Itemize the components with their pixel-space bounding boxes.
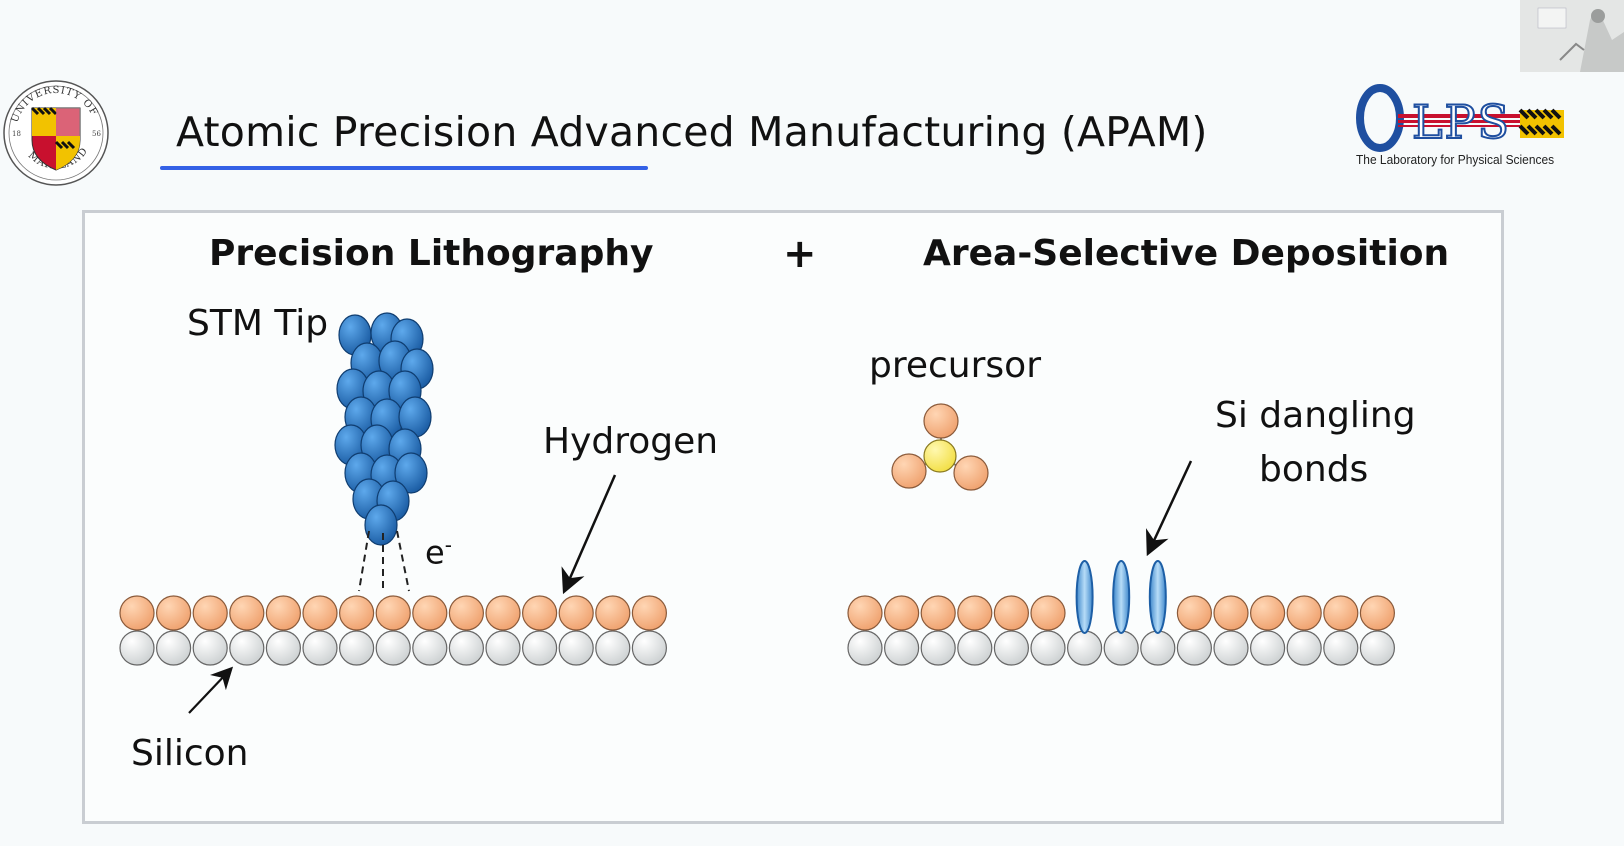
silicon-atom bbox=[631, 630, 668, 666]
hydrogen-atom bbox=[155, 595, 192, 631]
silicon-atom bbox=[883, 630, 920, 666]
hydrogen-atom bbox=[522, 595, 558, 631]
silicon-atom bbox=[265, 630, 301, 666]
silicon-atom bbox=[1286, 630, 1322, 666]
silicon-atom bbox=[119, 630, 155, 666]
silicon-atom bbox=[339, 630, 375, 666]
diagram-panel: Precision Lithography + Area-Selective D… bbox=[82, 210, 1504, 824]
hydrogen-atom bbox=[229, 595, 265, 631]
apam-diagram-graphics bbox=[119, 312, 1396, 714]
electron-label: e- bbox=[425, 533, 452, 572]
hydrogen-atom bbox=[1213, 595, 1249, 631]
seal-year-right: 56 bbox=[92, 130, 101, 138]
hydrogen-atom bbox=[1323, 595, 1359, 631]
silicon-atom bbox=[993, 630, 1030, 666]
electron-beam-line bbox=[358, 530, 370, 592]
silicon-label: Silicon bbox=[131, 733, 249, 774]
stm-tip-atom bbox=[364, 504, 398, 546]
lps-subtitle: The Laboratory for Physical Sciences bbox=[1356, 152, 1555, 167]
hydrogen-atom bbox=[1286, 595, 1322, 631]
silicon-atom bbox=[1323, 630, 1359, 666]
silicon-atom bbox=[485, 630, 521, 666]
dangling-bond bbox=[1075, 560, 1094, 634]
hydrogen-atom bbox=[993, 595, 1030, 631]
silicon-atom bbox=[1249, 630, 1286, 666]
hydrogen-atom bbox=[1030, 595, 1066, 631]
dangling-bond bbox=[1148, 560, 1167, 634]
slide-title: Atomic Precision Advanced Manufacturing … bbox=[176, 108, 1208, 156]
silicon-atom bbox=[229, 630, 265, 666]
lps-letters: LPS bbox=[1412, 95, 1511, 149]
electron-symbol: e bbox=[425, 533, 445, 572]
stm-tip-atom bbox=[394, 452, 428, 494]
silicon-atom bbox=[155, 630, 192, 666]
silicon-atom bbox=[957, 630, 993, 666]
electron-beam-line bbox=[396, 530, 410, 592]
silicon-atom bbox=[1176, 630, 1213, 666]
silicon-atom bbox=[375, 630, 411, 666]
electron-charge: - bbox=[444, 533, 452, 557]
maryland-flag-icon bbox=[1518, 108, 1564, 138]
hydrogen-arrow bbox=[561, 474, 617, 595]
silicon-atom bbox=[448, 630, 484, 666]
hydrogen-atom bbox=[448, 595, 484, 631]
dangling-bonds-label-line2: bonds bbox=[1259, 449, 1369, 490]
precursor-outer-atom bbox=[923, 403, 959, 439]
university-of-maryland-seal: UNIVERSITY OF MARYLAND 18 56 bbox=[3, 80, 109, 186]
hydrogen-atom bbox=[1176, 595, 1213, 631]
hydrogen-atom bbox=[339, 595, 375, 631]
dangling-bonds-arrow bbox=[1145, 460, 1193, 557]
hydrogen-label: Hydrogen bbox=[543, 421, 719, 462]
hydrogen-atom bbox=[485, 595, 521, 631]
plus-sign: + bbox=[783, 231, 817, 277]
silicon-atom bbox=[522, 630, 558, 666]
title-underline bbox=[160, 166, 648, 170]
hydrogen-atom bbox=[920, 595, 956, 631]
maryland-flag-shield-icon bbox=[30, 106, 81, 171]
silicon-atom bbox=[1030, 630, 1066, 666]
hydrogen-atom bbox=[375, 595, 411, 631]
precursor-center-atom bbox=[923, 439, 957, 473]
area-selective-deposition-heading: Area-Selective Deposition bbox=[923, 233, 1450, 274]
silicon-arrow bbox=[188, 666, 234, 714]
silicon-atom bbox=[595, 630, 631, 666]
silicon-atom bbox=[302, 630, 338, 666]
silicon-atom bbox=[558, 630, 594, 666]
hydrogen-atom bbox=[1359, 595, 1396, 631]
silicon-atom bbox=[1359, 630, 1396, 666]
silicon-atom bbox=[1066, 630, 1103, 666]
hydrogen-atom bbox=[847, 595, 883, 631]
hydrogen-atom bbox=[631, 595, 668, 631]
hydrogen-atom bbox=[883, 595, 920, 631]
presenter-webcam-inset bbox=[1520, 0, 1624, 72]
precursor-outer-atom bbox=[953, 455, 989, 491]
hydrogen-atom bbox=[119, 595, 155, 631]
hydrogen-atom bbox=[1249, 595, 1286, 631]
silicon-atom bbox=[1213, 630, 1249, 666]
dangling-bond bbox=[1112, 560, 1131, 634]
lps-logo: LPS bbox=[1356, 84, 1564, 152]
hydrogen-atom bbox=[192, 595, 228, 631]
hydrogen-atom bbox=[957, 595, 993, 631]
hydrogen-atom bbox=[558, 595, 594, 631]
precursor-outer-atom bbox=[891, 453, 927, 489]
hydrogen-atom bbox=[412, 595, 448, 631]
precursor-label: precursor bbox=[869, 345, 1042, 386]
silicon-atom bbox=[192, 630, 228, 666]
hydrogen-atom bbox=[595, 595, 631, 631]
silicon-atom bbox=[1103, 630, 1139, 666]
silicon-atom bbox=[412, 630, 448, 666]
silicon-atom bbox=[847, 630, 883, 666]
hydrogen-atom bbox=[265, 595, 301, 631]
seal-year-left: 18 bbox=[12, 130, 21, 138]
dangling-bonds-label-line1: Si dangling bbox=[1215, 395, 1416, 436]
precision-lithography-heading: Precision Lithography bbox=[209, 233, 654, 274]
hydrogen-atom bbox=[302, 595, 338, 631]
silicon-atom bbox=[920, 630, 956, 666]
stm-tip-label: STM Tip bbox=[187, 303, 329, 344]
silicon-atom bbox=[1140, 630, 1176, 666]
